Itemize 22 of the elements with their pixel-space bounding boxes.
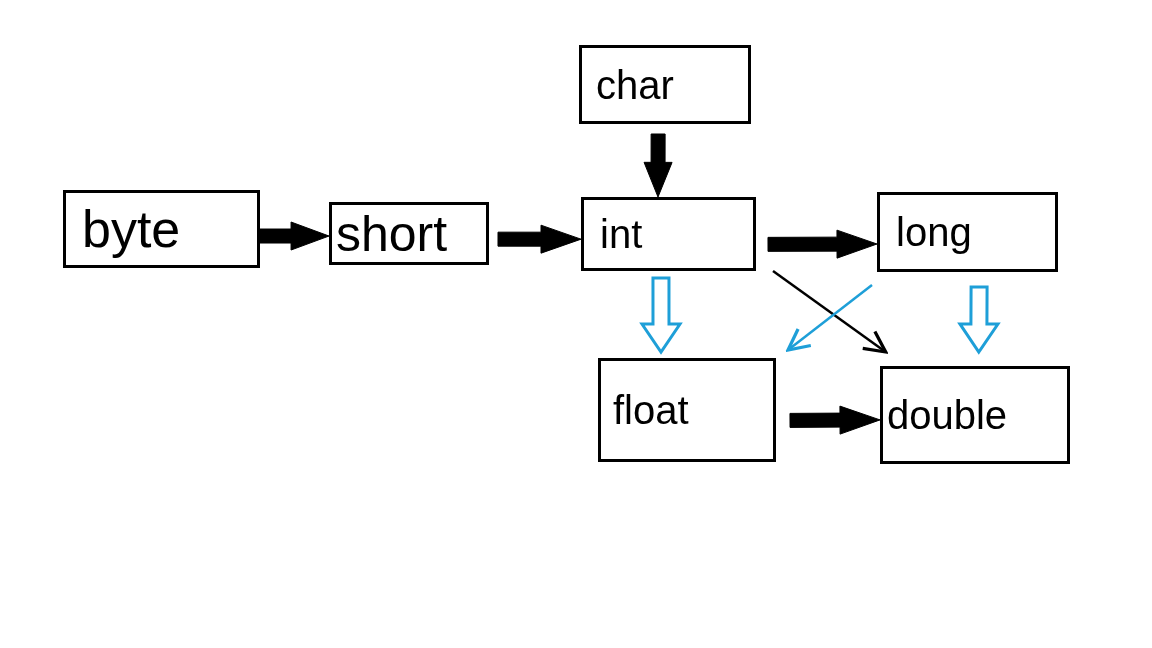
type-box: [598, 358, 776, 462]
arrow: [767, 229, 878, 259]
arrow: [957, 285, 1001, 355]
type-box: [63, 190, 260, 268]
arrow: [786, 284, 873, 352]
type-label: short: [336, 208, 448, 259]
type-label: char: [596, 64, 674, 105]
type-box: [877, 192, 1058, 272]
arrow: [639, 276, 683, 355]
type-label: int: [600, 214, 643, 254]
type-box: [579, 45, 751, 124]
type-box: [329, 202, 489, 265]
arrow: [497, 224, 582, 254]
type-box: [880, 366, 1070, 464]
type-label: float: [613, 390, 689, 430]
arrow: [643, 133, 673, 198]
type-label: long: [896, 212, 972, 252]
arrow: [772, 270, 888, 354]
arrow: [789, 405, 881, 435]
arrow: [259, 221, 330, 251]
type-label: double: [887, 395, 1008, 435]
type-box: [581, 197, 756, 271]
